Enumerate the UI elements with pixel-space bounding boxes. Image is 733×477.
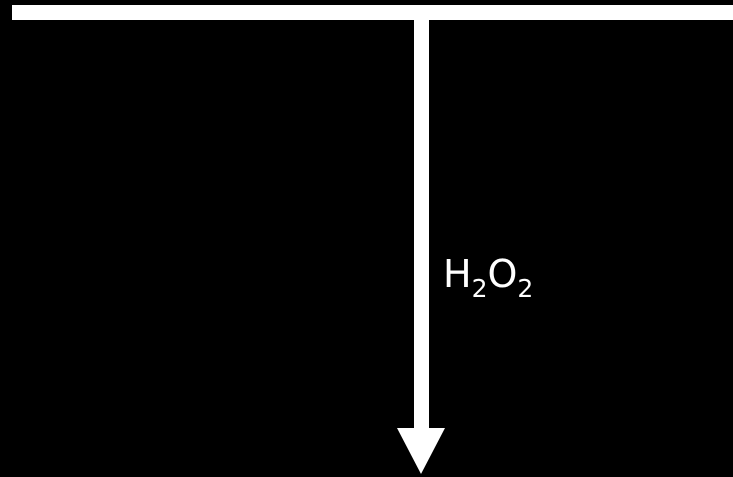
h2o2-label: H2O2	[443, 252, 533, 301]
label-subscript-2: 2	[517, 274, 534, 303]
horizontal-bar	[12, 5, 733, 20]
arrow-shaft	[414, 18, 429, 430]
label-symbol-h: H	[443, 252, 472, 296]
label-subscript-1: 2	[471, 274, 488, 303]
arrow-head	[397, 428, 445, 474]
label-symbol-o: O	[487, 252, 518, 296]
